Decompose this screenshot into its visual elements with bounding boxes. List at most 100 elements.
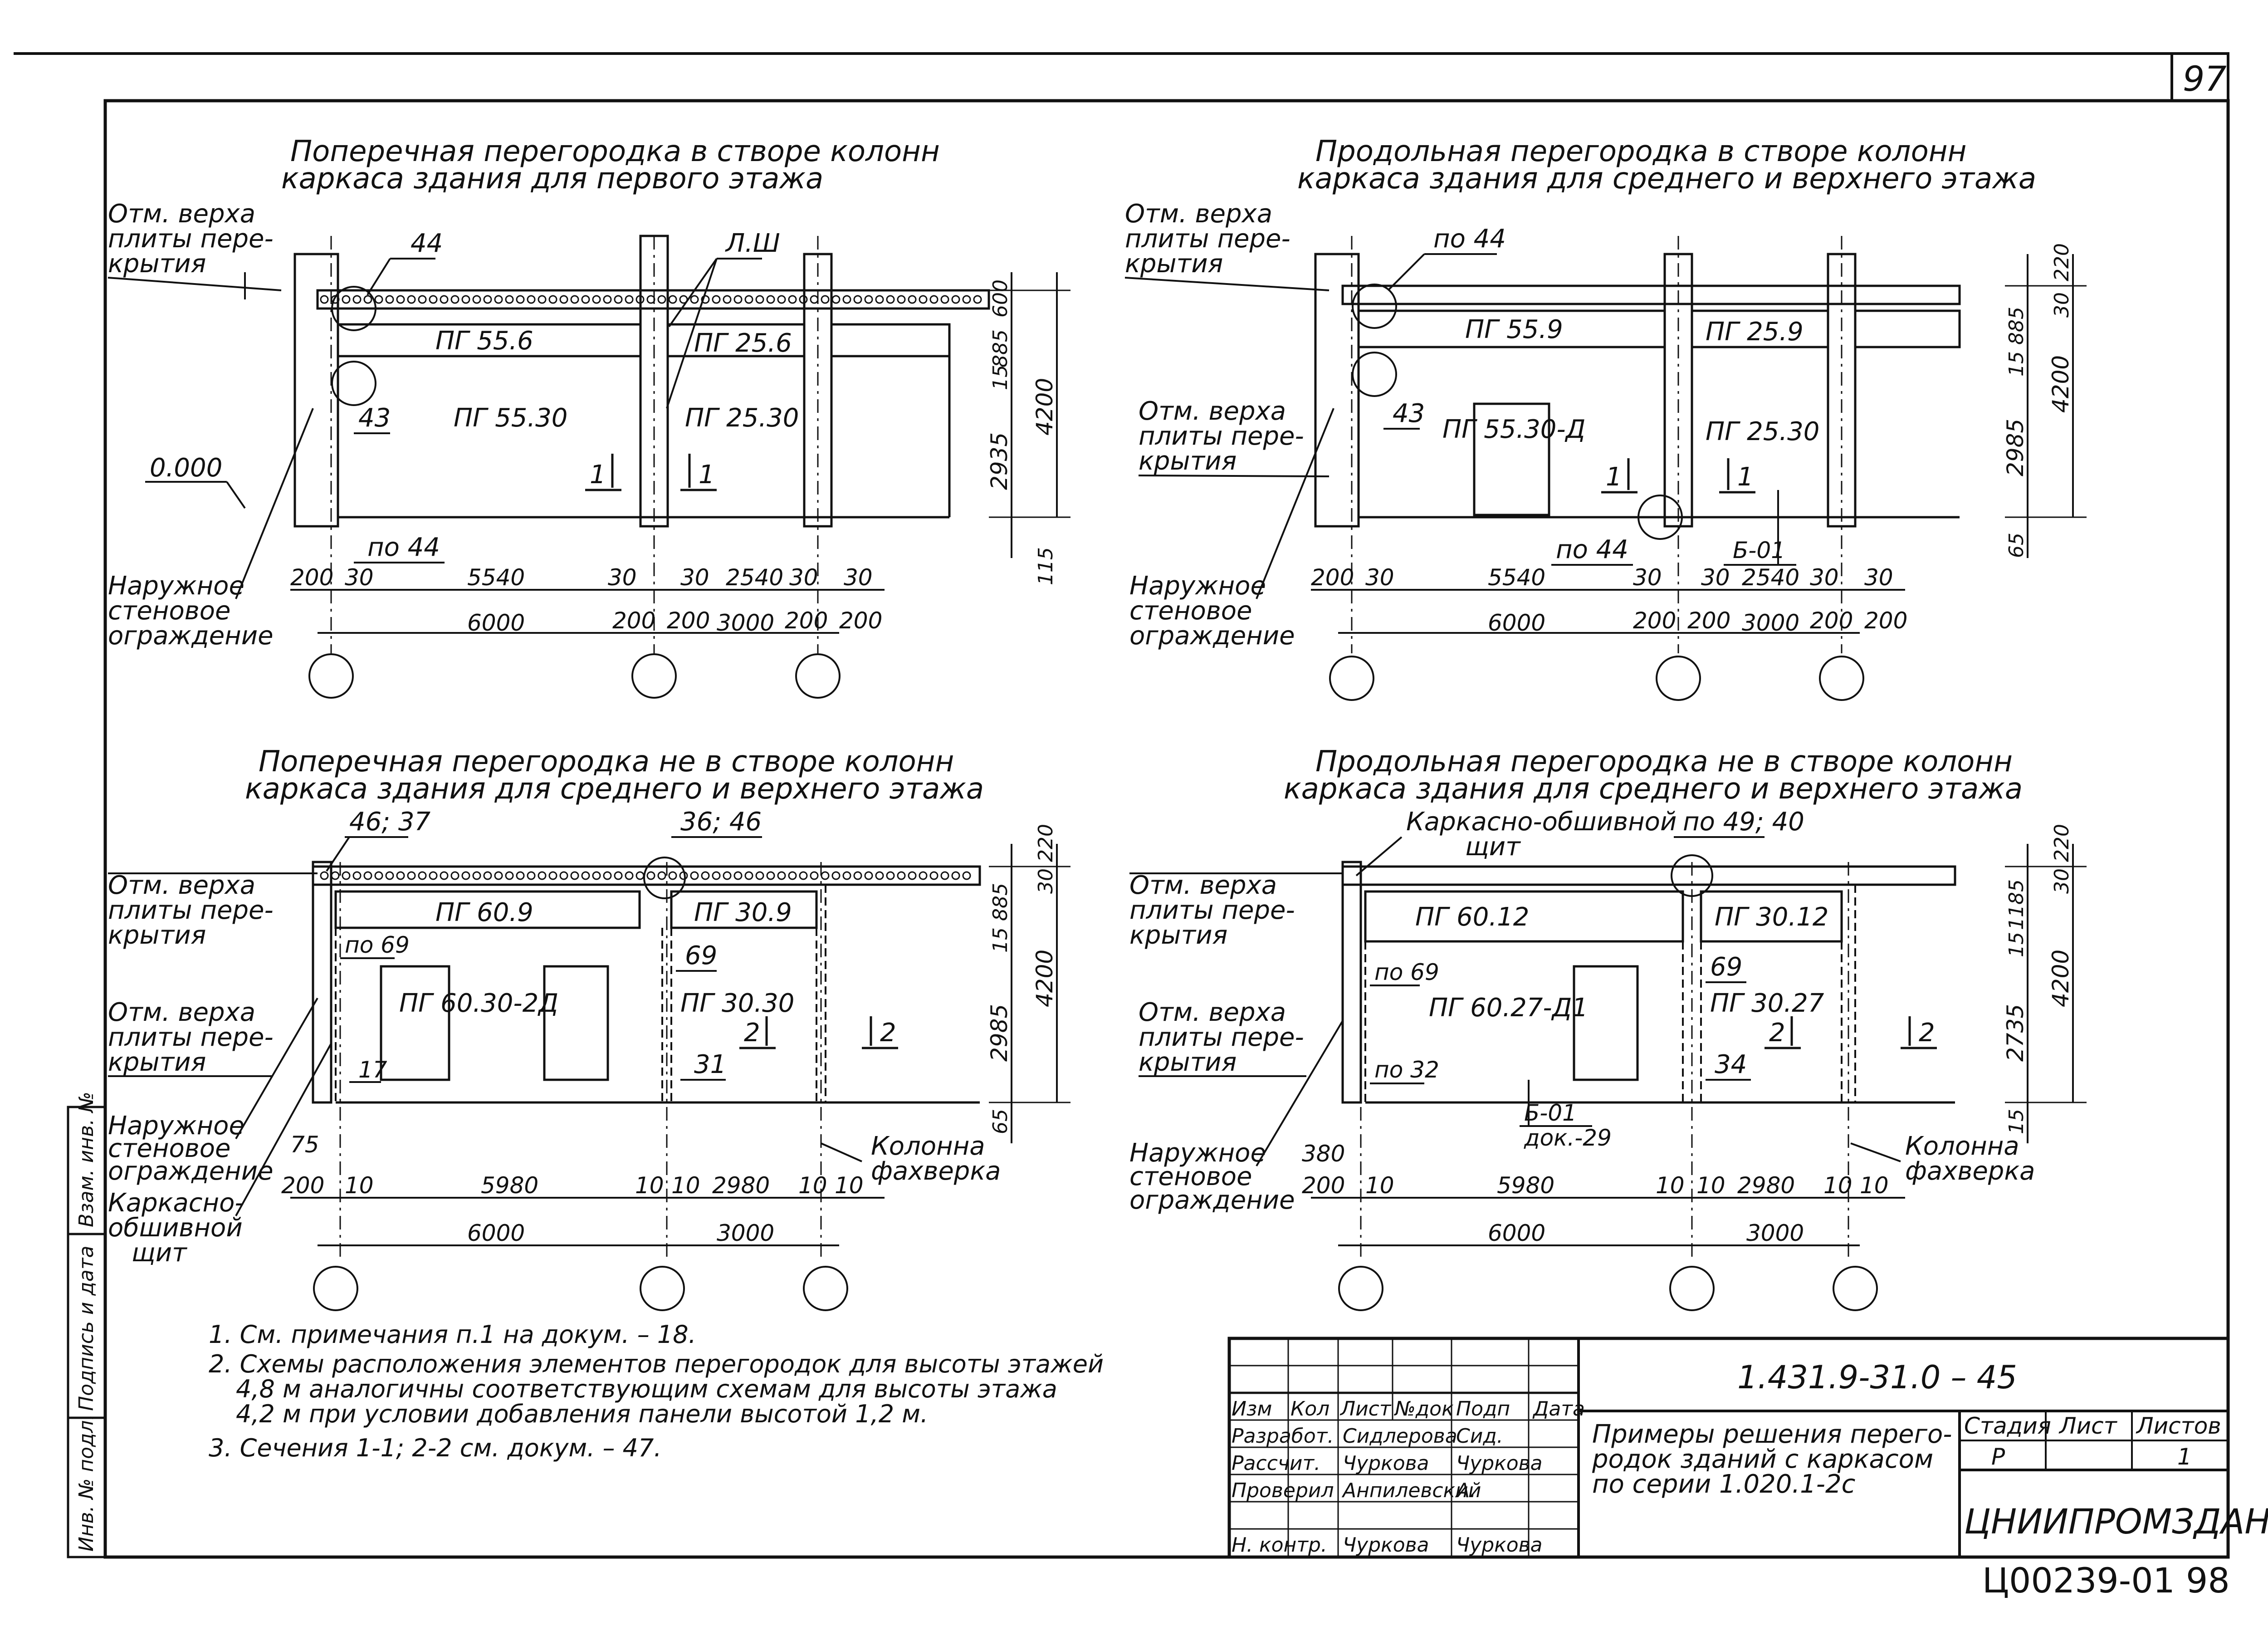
- hollow-core-circle: [831, 871, 841, 880]
- drawing-2-panel-c: ПГ 55.30-Д: [1442, 415, 1585, 444]
- title-block-description: родок зданий с каркасом: [1592, 1445, 1933, 1474]
- drawing-4-slab: [1341, 865, 1956, 886]
- hollow-core-circle: [570, 871, 579, 880]
- drawing-1-dim: 30: [680, 564, 709, 591]
- drawing-4-dim-right: 1185: [2005, 879, 2028, 930]
- drawing-4-dim: 10: [1696, 1172, 1725, 1199]
- drawing-3-node-top2: 36; 46: [680, 807, 762, 837]
- drawing-4-dim: 10: [1656, 1172, 1685, 1199]
- drawing-2-node-bot: по 44: [1556, 535, 1628, 564]
- hollow-core-circle: [744, 871, 753, 880]
- title-block-header-cell: Лист: [1339, 1397, 1392, 1420]
- hollow-core-circle: [407, 871, 416, 880]
- drawing-1-panel-a: ПГ 55.6: [435, 326, 533, 356]
- drawing-3-column-label: Колонна: [871, 1131, 985, 1161]
- drawing-1-node-bot: по 44: [367, 533, 440, 562]
- hollow-core-circle: [842, 295, 851, 304]
- hollow-core-circle: [363, 295, 372, 304]
- hollow-core-circle: [962, 295, 971, 304]
- hollow-core-circle: [864, 295, 873, 304]
- hollow-core-circle: [331, 871, 340, 880]
- drawing-2-door: [1473, 402, 1550, 516]
- title-block-header-cell: Дата: [1532, 1397, 1585, 1420]
- drawing-3-dim-left: 75: [290, 1131, 319, 1158]
- hollow-core-circle: [320, 295, 329, 304]
- drawing-1-axis-bubble: [631, 653, 677, 699]
- hollow-core-circle: [962, 871, 971, 880]
- hollow-core-circle: [690, 871, 699, 880]
- drawing-3-door-a: [380, 965, 450, 1081]
- hollow-core-circle: [418, 295, 427, 304]
- drawing-4-shield-label-2: щит: [1465, 832, 1521, 862]
- hollow-core-circle: [679, 295, 688, 304]
- drawing-3: Поперечная перегородка не в створе колон…: [108, 745, 1070, 1311]
- drawing-4-dim-right: 15: [2005, 932, 2028, 957]
- title-block-role: Проверил: [1232, 1479, 1334, 1502]
- hollow-core-circle: [788, 295, 797, 304]
- drawing-4-shield-label: Каркасно-обшивной: [1406, 807, 1677, 837]
- hollow-core-circle: [886, 871, 895, 880]
- drawing-4-column-label: Колонна: [1905, 1131, 2019, 1161]
- drawing-4-level-label-3: крытия: [1129, 921, 1227, 950]
- drawing-4-dim: 5980: [1497, 1172, 1554, 1199]
- hollow-core-circle: [875, 295, 884, 304]
- drawing-4-wall-label-2: стеновое: [1129, 1162, 1252, 1191]
- hollow-core-circle: [777, 295, 786, 304]
- drawing-3-title-l2: каркаса здания для среднего и верхнего э…: [245, 772, 984, 806]
- drawing-1-dim-total: 3000: [717, 610, 774, 636]
- drawing-4-panel-c: ПГ 60.27-Д1: [1429, 993, 1588, 1023]
- drawing-4-node-d: по 32: [1374, 1057, 1439, 1083]
- hollow-core-circle: [527, 871, 536, 880]
- hollow-core-circle: [733, 295, 743, 304]
- title-block-header-cell: №док: [1393, 1397, 1454, 1420]
- drawing-4-dim-right: 220: [2050, 824, 2073, 862]
- hollow-core-circle: [919, 295, 928, 304]
- drawing-2-axis-bubble: [1329, 656, 1374, 701]
- drawing-2-dim-right: 885: [2005, 307, 2028, 345]
- hollow-core-circle: [821, 871, 830, 880]
- drawing-4-node-a: по 69: [1374, 959, 1439, 985]
- drawing-2-wall-label-3: ограждение: [1129, 621, 1295, 651]
- drawing-1-column-c: [803, 253, 833, 528]
- drawing-4-level2-label: Отм. верха: [1139, 998, 1286, 1027]
- drawing-3-dim: 10: [345, 1172, 374, 1199]
- drawing-4-column-label-2: фахверка: [1905, 1156, 2035, 1186]
- drawing-3-door-b: [543, 965, 609, 1081]
- drawing-2: Продольная перегородка в створе колонн к…: [1124, 135, 2087, 701]
- drawing-3-dim-height: 4200: [1031, 950, 1058, 1007]
- drawing-1-dim: 5540: [467, 564, 525, 591]
- drawing-2-dim: 30: [1810, 564, 1839, 591]
- hollow-core-circle: [483, 295, 492, 304]
- drawing-2-wall-label: Наружное: [1129, 571, 1266, 601]
- drawing-1-dim: 30: [789, 564, 818, 591]
- hollow-core-circle: [363, 871, 372, 880]
- drawing-1-slab: [316, 289, 990, 310]
- drawing-3-shield-label-2: обшивной: [108, 1213, 243, 1243]
- hollow-core-circle: [690, 295, 699, 304]
- drawing-2-panel-d: ПГ 25.30: [1706, 417, 1819, 446]
- drawing-4-wall-label: Наружное: [1129, 1138, 1266, 1168]
- hollow-core-circle: [897, 871, 906, 880]
- hollow-core-circle: [886, 295, 895, 304]
- hollow-core-circle: [516, 871, 525, 880]
- drawing-2-level2-label-2: плиты пере-: [1139, 421, 1304, 451]
- hollow-core-circle: [385, 871, 394, 880]
- drawing-4-axis-bubble: [1669, 1266, 1715, 1311]
- document-code: 1.431.9-31.0 – 45: [1737, 1359, 2017, 1396]
- note-line: 4,2 м при условии добавления панели высо…: [236, 1400, 928, 1428]
- drawing-3-section-b: 2: [880, 1018, 896, 1048]
- hollow-core-circle: [668, 871, 677, 880]
- drawing-4: Продольная перегородка не в створе колон…: [1129, 745, 2087, 1311]
- hollow-core-circle: [483, 871, 492, 880]
- hollow-core-circle: [603, 871, 612, 880]
- drawing-2-axis-bubble: [1656, 656, 1701, 701]
- hollow-core-circle: [733, 871, 743, 880]
- hollow-core-circle: [657, 295, 666, 304]
- drawing-2-dim-right: 65: [2005, 533, 2028, 558]
- drawing-2-dim-total: 3000: [1742, 610, 1799, 636]
- drawing-4-dim-right: 15: [2005, 1109, 2028, 1134]
- hollow-core-circle: [461, 295, 470, 304]
- drawing-2-wall-label-2: стеновое: [1129, 596, 1252, 626]
- drawing-3-node-c: 31: [694, 1050, 726, 1079]
- hollow-core-circle: [646, 871, 655, 880]
